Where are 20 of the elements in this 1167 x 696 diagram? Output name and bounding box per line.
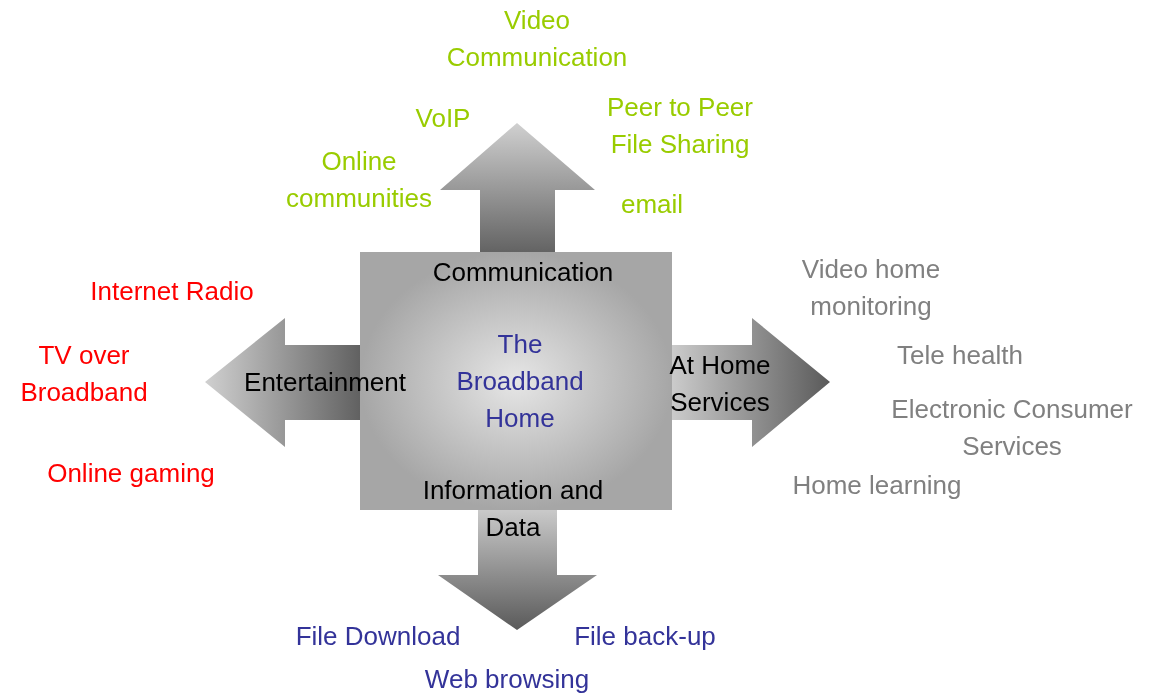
application-label: Tele health: [896, 339, 1024, 372]
application-label: File Download: [294, 620, 462, 653]
application-label: email: [619, 188, 685, 221]
application-label: Online gaming: [46, 457, 216, 490]
center-title: The Broadband Home: [455, 328, 585, 435]
application-label: Online communities: [285, 145, 433, 215]
application-label: TV over Broadband: [19, 339, 149, 409]
application-label: Peer to Peer File Sharing: [606, 91, 754, 161]
application-label: Home learning: [791, 469, 963, 502]
application-label: File back-up: [573, 620, 717, 653]
arrow-label: At Home Services: [668, 349, 772, 419]
application-label: Video Communication: [445, 4, 629, 74]
arrow-label: Entertainment: [243, 366, 407, 399]
application-label: Video home monitoring: [800, 253, 942, 323]
application-label: Electronic Consumer Services: [890, 393, 1134, 463]
arrow-label: Communication: [431, 256, 615, 289]
application-label: VoIP: [414, 102, 472, 135]
application-label: Web browsing: [423, 663, 591, 696]
arrow-label: Information and Data: [421, 474, 605, 544]
application-label: Internet Radio: [89, 275, 255, 308]
